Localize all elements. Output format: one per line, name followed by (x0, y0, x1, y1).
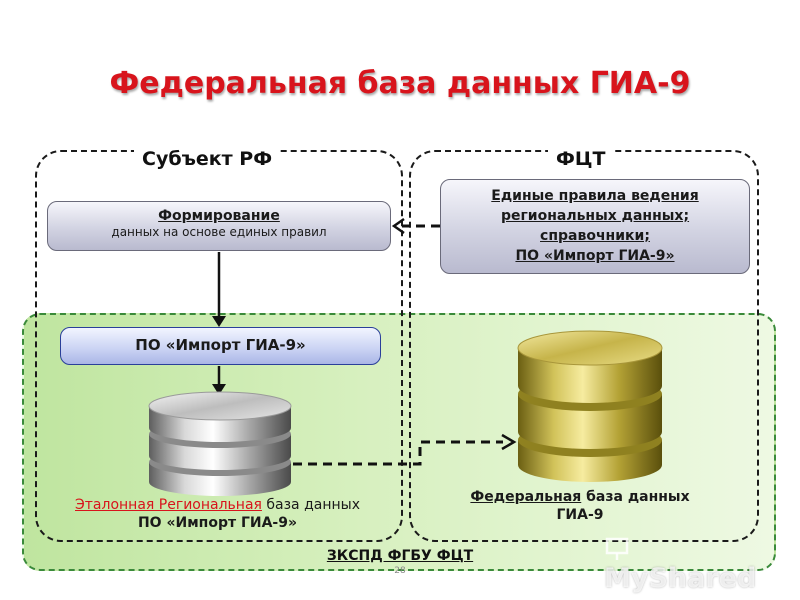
presentation-icon (605, 537, 629, 560)
fct-label: ФЦТ (548, 148, 614, 170)
federal-db-rest: база данных (581, 489, 690, 505)
regional-db-rest: база данных (261, 497, 360, 513)
arrow-head-formation (212, 316, 226, 327)
watermark-logo: MyShared (604, 532, 774, 594)
subject-rf-label: Субъект РФ (134, 148, 281, 170)
federal-db-caption: Федеральная база данных ГИА-9 (430, 488, 730, 524)
federal-db-line2: ГИА-9 (556, 507, 604, 523)
formation-subtitle: данных на основе единых правил (111, 225, 327, 239)
page-title: Федеральная база данных ГИА-9 (109, 66, 691, 101)
regional-database-icon (148, 391, 292, 496)
rules-line-3: справочники; (540, 228, 650, 244)
rules-line-1: Единые правила ведения (491, 188, 699, 204)
watermark-text: MyShared (604, 563, 757, 594)
regional-db-line2: ПО «Импорт ГИА-9» (137, 515, 298, 531)
arrow-head-import (212, 384, 226, 395)
arrow-head-rules (391, 217, 405, 235)
federal-database-icon (517, 330, 663, 482)
federal-db-highlight: Федеральная (470, 489, 582, 505)
import-tool-box: ПО «Импорт ГИА-9» (60, 327, 381, 365)
arrow-regional-to-federal (293, 440, 503, 466)
arrow-head-federal (501, 433, 517, 451)
zkspd-label: ЗКСПД ФГБУ ФЦТ (326, 548, 474, 564)
rules-line-4: ПО «Импорт ГИА-9» (515, 248, 675, 264)
page-number: 28 (394, 566, 406, 576)
rules-line-2: региональных данных; (500, 208, 690, 224)
formation-title: Формирование (158, 208, 280, 224)
formation-box: Формирование данных на основе единых пра… (47, 201, 391, 251)
regional-db-caption: Эталонная Региональная база данных ПО «И… (40, 496, 395, 532)
regional-db-highlight: Эталонная Региональная (75, 497, 262, 513)
rules-box: Единые правила ведения региональных данн… (440, 179, 750, 274)
